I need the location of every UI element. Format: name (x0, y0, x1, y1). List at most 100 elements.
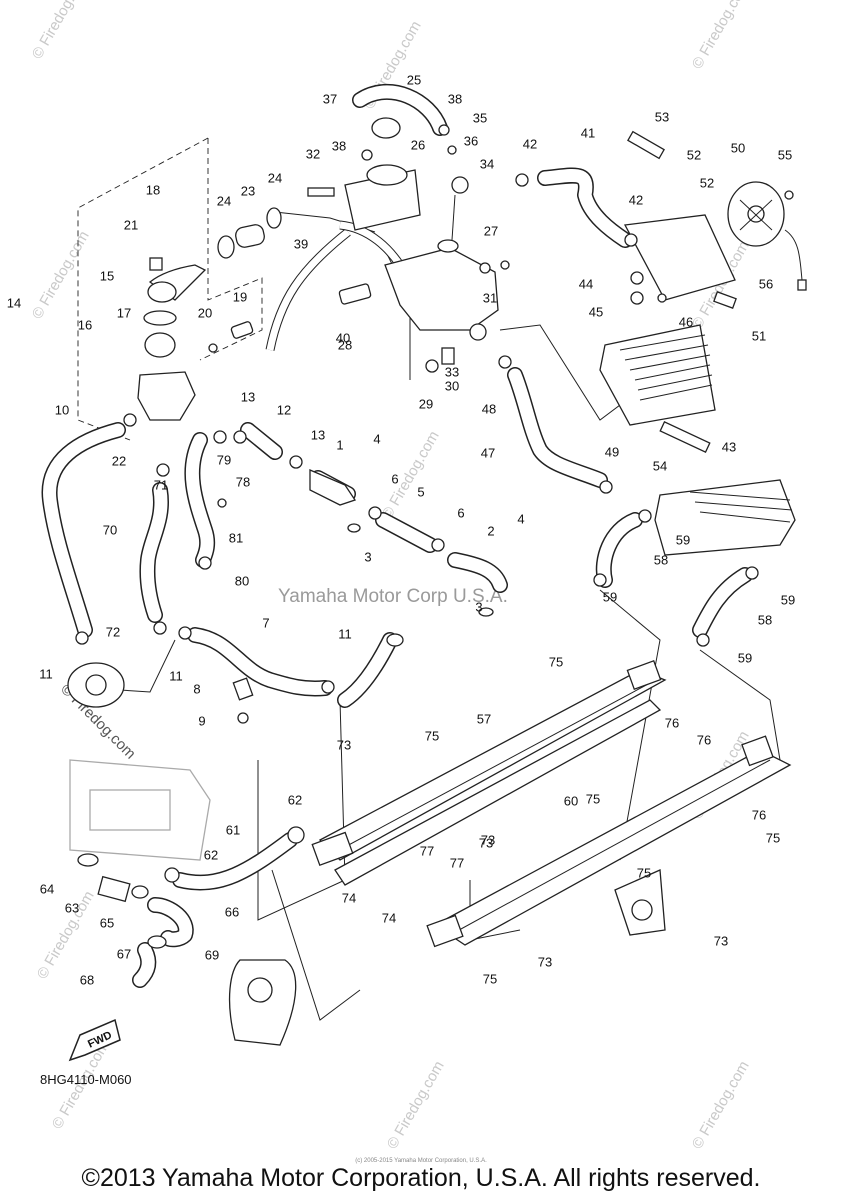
callout-number: 52 (700, 175, 714, 190)
callout-number: 73 (714, 933, 728, 948)
callout-number: 74 (342, 890, 356, 905)
callout-number: 73 (538, 954, 552, 969)
reservoir-tank (307, 117, 510, 373)
engine-parts (67, 430, 494, 1046)
callout-number: 21 (124, 217, 138, 232)
callout-number: 46 (679, 314, 693, 329)
callout-number: 36 (464, 133, 478, 148)
callout-number: 63 (65, 900, 79, 915)
callout-number: 76 (752, 807, 766, 822)
callout-number: 4 (373, 431, 380, 446)
callout-number: 75 (766, 830, 780, 845)
callout-number: 62 (204, 847, 218, 862)
callout-number: 73 (337, 737, 351, 752)
callout-number: 38 (448, 91, 462, 106)
callout-number: 1 (336, 437, 343, 452)
callout-number: 59 (603, 589, 617, 604)
callout-number: 76 (665, 715, 679, 730)
callout-number: 8 (193, 681, 200, 696)
callout-number: 75 (549, 654, 563, 669)
callout-number: 24 (268, 170, 282, 185)
callout-number: 34 (480, 156, 494, 171)
callout-number: 33 (445, 364, 459, 379)
callout-number: 55 (778, 147, 792, 162)
callout-number: 59 (738, 650, 752, 665)
fine-print: (c) 2005-2015 Yamaha Motor Corporation, … (355, 1158, 487, 1164)
callout-number: 23 (241, 183, 255, 198)
watermark: © Firedog.com (384, 1058, 448, 1152)
callout-number: 70 (103, 522, 117, 537)
callout-number: 3 (475, 599, 482, 614)
callout-number: 79 (217, 452, 231, 467)
callout-number: 65 (100, 915, 114, 930)
callout-number: 19 (233, 289, 247, 304)
callout-number: 13 (241, 389, 255, 404)
callout-number: 59 (676, 532, 690, 547)
callout-number: 16 (78, 317, 92, 332)
callout-number: 29 (419, 396, 433, 411)
callout-number: 28 (338, 337, 352, 352)
callout-number: 35 (473, 110, 487, 125)
callout-number: 52 (687, 147, 701, 162)
callout-number: 73 (479, 835, 493, 850)
callout-number: 43 (722, 439, 736, 454)
callout-number: 2 (487, 523, 494, 538)
callout-number: 41 (581, 125, 595, 140)
watermark: © Firedog.com (689, 1058, 753, 1152)
callout-number: 39 (294, 236, 308, 251)
callout-number: 67 (117, 946, 131, 961)
callout-number: 47 (481, 445, 495, 460)
watermark: © Firedog.com (29, 228, 93, 322)
callout-number: 73 (481, 832, 495, 847)
callout-number: 11 (338, 626, 352, 641)
watermark: © Firedog.com (689, 0, 753, 72)
fwd-arrow: FWD (68, 1018, 121, 1062)
callout-number: 71 (154, 477, 168, 492)
callout-number: 56 (759, 276, 773, 291)
callout-number: 75 (425, 728, 439, 743)
callout-number: 6 (457, 505, 464, 520)
callout-number: 24 (217, 193, 231, 208)
callout-number: 9 (198, 713, 205, 728)
callout-number: 14 (7, 295, 21, 310)
callout-number: 42 (629, 192, 643, 207)
callout-number: 60 (564, 793, 578, 808)
callout-number: 76 (697, 732, 711, 747)
callout-number: 61 (226, 822, 240, 837)
diagram-code: 8HG4110-M060 (40, 1072, 132, 1087)
callout-number: 81 (229, 530, 243, 545)
callout-number: 11 (39, 666, 53, 681)
copyright-notice: ©2013 Yamaha Motor Corporation, U.S.A. A… (81, 1164, 761, 1192)
callout-number: 3 (364, 549, 371, 564)
callout-number: 20 (198, 305, 212, 320)
radiator-fan (498, 130, 807, 494)
watermark-center: Yamaha Motor Corp U.S.A. (278, 586, 508, 607)
callout-number: 77 (420, 843, 434, 858)
callout-number: 50 (731, 140, 745, 155)
callout-number: 74 (382, 910, 396, 925)
watermark: © Firedog.com (379, 428, 443, 522)
callout-number: 5 (417, 484, 424, 499)
callout-number: 64 (40, 881, 54, 896)
callout-number: 4 (517, 511, 524, 526)
callout-number: 80 (235, 573, 249, 588)
callout-number: 32 (306, 146, 320, 161)
callout-number: 44 (579, 276, 593, 291)
callout-number: 25 (407, 72, 421, 87)
callout-number: 27 (484, 223, 498, 238)
callout-number: 69 (205, 947, 219, 962)
watermark: © Firedog.com (29, 0, 93, 62)
callout-number: 53 (655, 109, 669, 124)
callout-number: 54 (653, 458, 667, 473)
hoses (41, 83, 753, 988)
callout-number: 15 (100, 268, 114, 283)
assembly-outlines (77, 137, 781, 1021)
callout-number: 75 (483, 971, 497, 986)
callout-number: 37 (323, 91, 337, 106)
callout-number: 38 (332, 138, 346, 153)
callout-number: 31 (483, 290, 497, 305)
callout-number: 7 (262, 615, 269, 630)
callout-number: 58 (758, 612, 772, 627)
